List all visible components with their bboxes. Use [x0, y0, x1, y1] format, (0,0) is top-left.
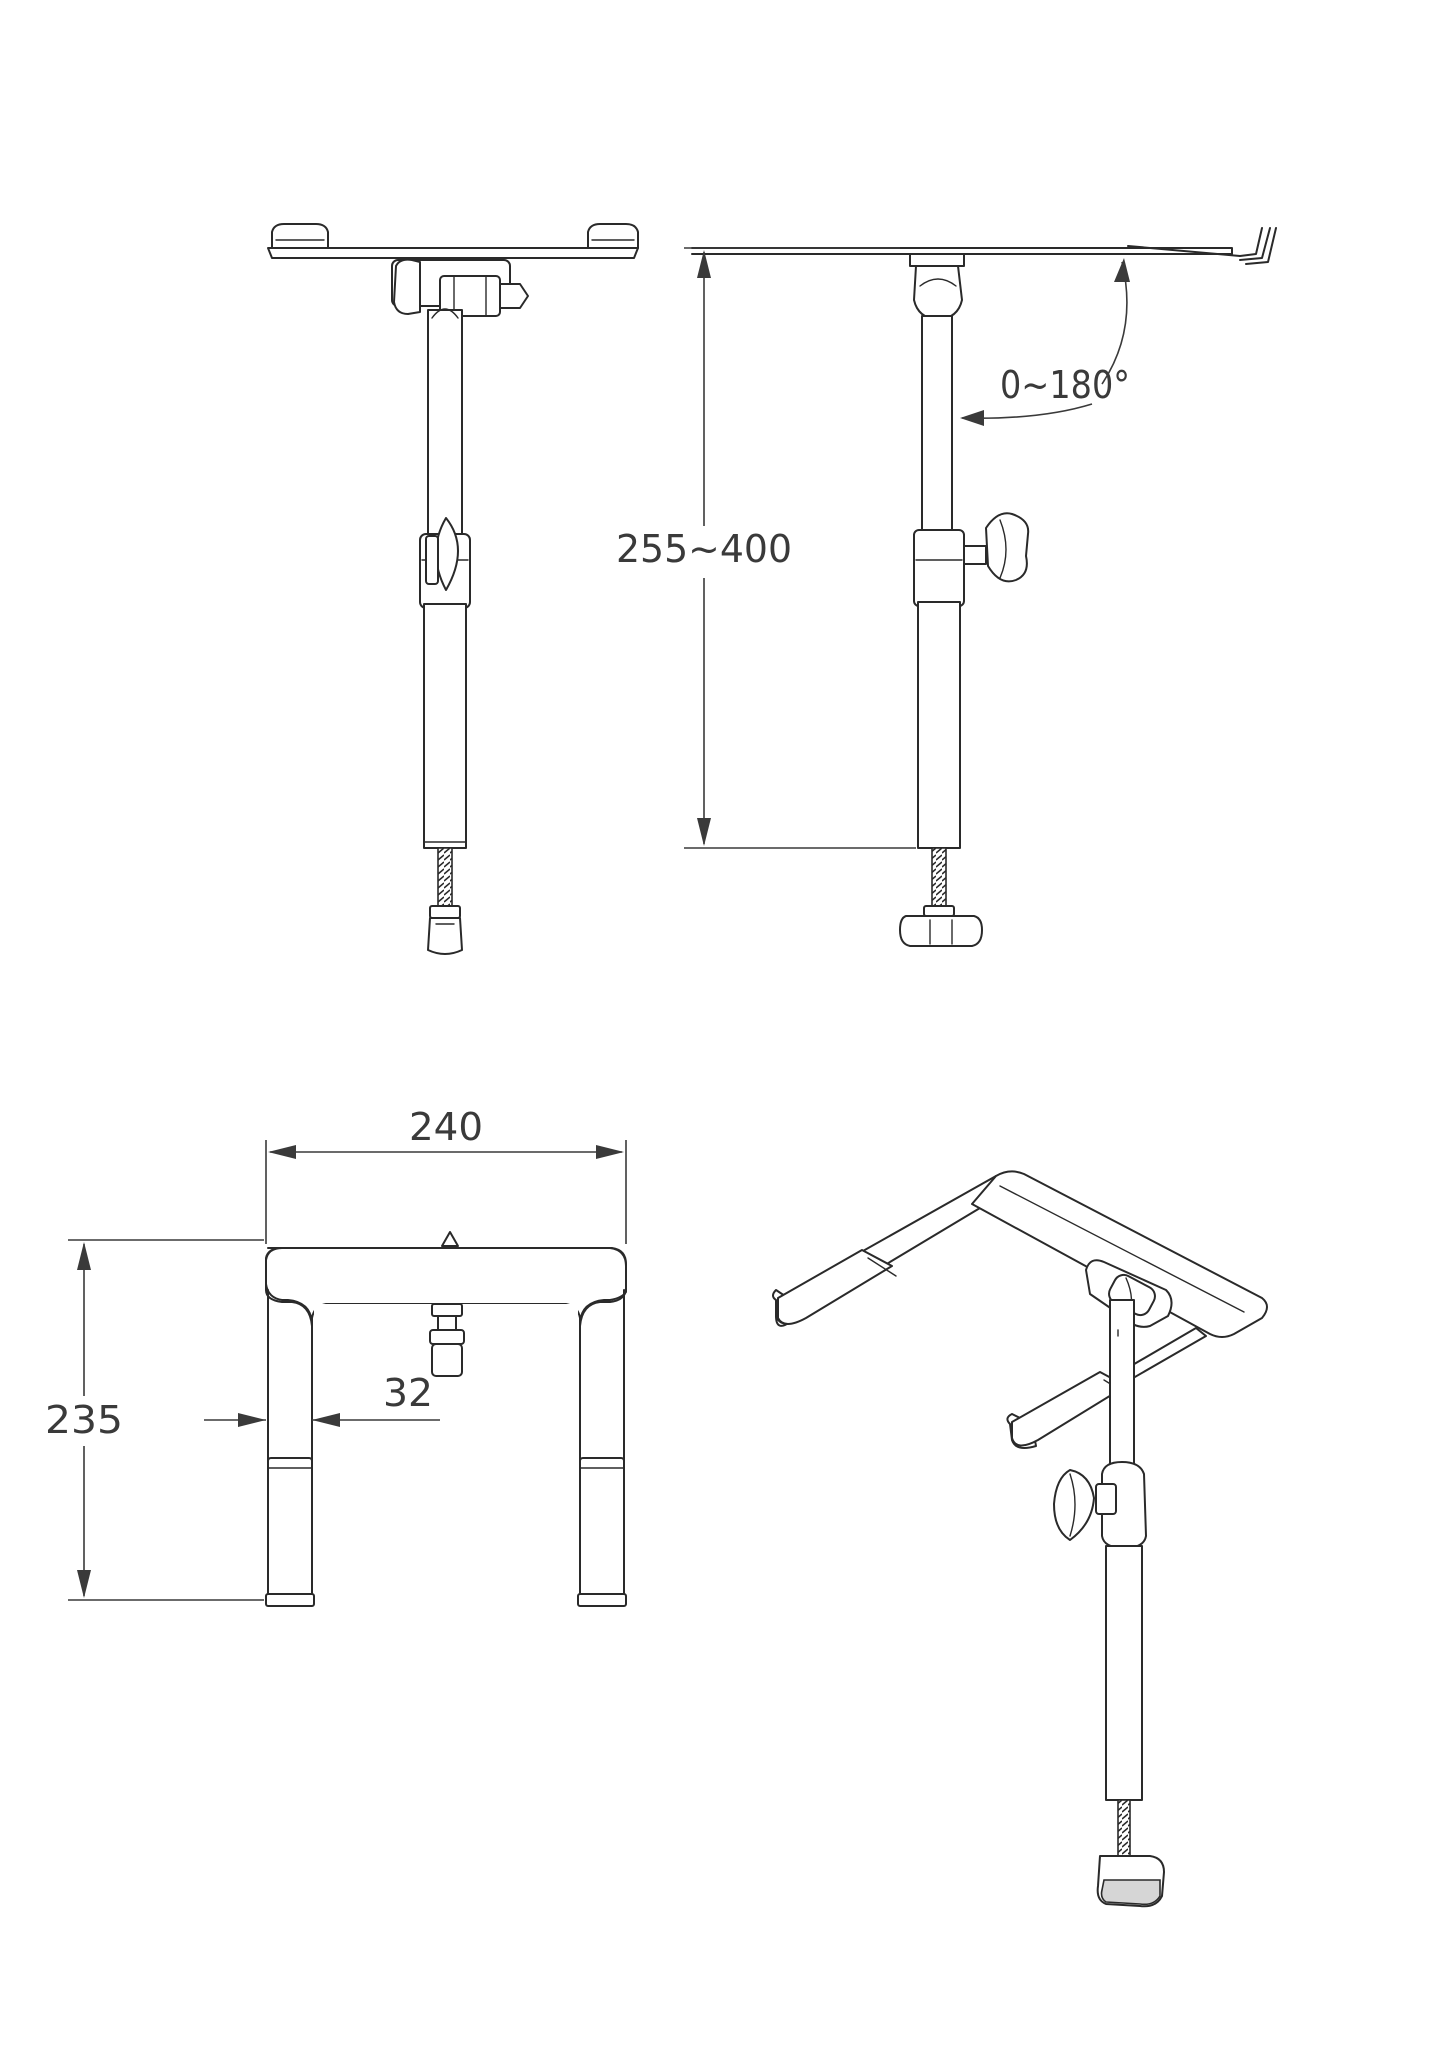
top-view: 240 235 32	[45, 1105, 627, 1607]
depth-label: 235	[45, 1398, 123, 1442]
side-view: 255~400 0~180°	[616, 227, 1277, 947]
width-label: 240	[409, 1105, 483, 1149]
arm-width-dimension: 32	[204, 1371, 440, 1427]
tilt-angle-label: 0~180°	[1000, 363, 1130, 407]
stand-front-icon	[267, 223, 639, 955]
front-view	[267, 223, 639, 955]
arm-width-label: 32	[383, 1371, 433, 1415]
height-dimension: 255~400	[616, 247, 916, 849]
stand-top-icon	[265, 1231, 627, 1607]
tilt-angle-dimension: 0~180°	[960, 258, 1130, 426]
depth-dimension: 235	[45, 1239, 264, 1601]
height-range-label: 255~400	[616, 527, 792, 571]
isometric-view	[772, 1170, 1268, 1908]
width-dimension: 240	[265, 1105, 627, 1244]
stand-isometric-icon	[772, 1170, 1268, 1908]
stand-side-icon	[691, 227, 1277, 947]
